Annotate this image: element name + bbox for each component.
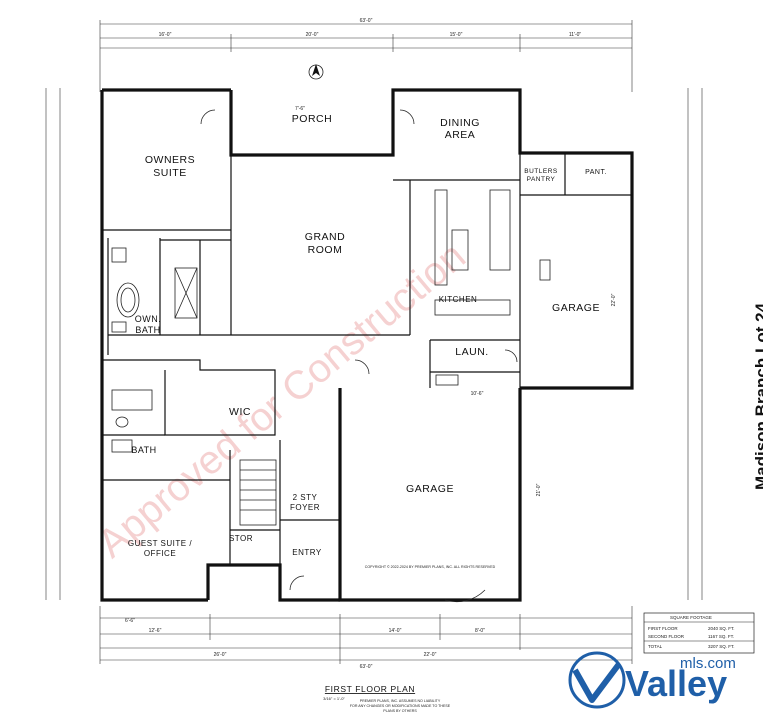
room-guest-line2: OFFICE	[144, 549, 176, 558]
watermark-text: Approved for Construction	[90, 234, 474, 566]
copyright-note: COPYRIGHT © 2022-2024 BY PREMIER PLANS, …	[365, 565, 496, 569]
logo-domain: mls.com	[680, 655, 736, 672]
dim-garage-depth: 21'-0"	[536, 483, 542, 496]
room-garage-right: GARAGE	[552, 302, 600, 314]
room-pantry: PANT.	[585, 169, 607, 176]
room-stor: STOR	[229, 534, 253, 543]
room-labels: OWNERS SUITE PORCH DINING AREA BUTLERS P…	[128, 113, 607, 558]
room-dining-line1: DINING	[440, 117, 480, 129]
dim-porch-depth: 7'-6"	[295, 106, 305, 112]
room-garage-center: GARAGE	[406, 483, 454, 495]
room-foyer-line1: 2 STY	[293, 493, 318, 502]
room-butlers-line2: PANTRY	[527, 176, 556, 183]
stairs	[239, 459, 277, 526]
dim-top-mid: 20'-0"	[306, 32, 319, 38]
sqft-total-label: TOTAL	[648, 644, 663, 649]
room-wic: WIC	[229, 406, 251, 418]
room-owners-suite-line2: SUITE	[153, 167, 186, 179]
fixtures	[111, 109, 551, 603]
room-kitchen: KITCHEN	[439, 295, 478, 304]
sqft-table: SQUARE FOOTAGE FIRST FLOOR 2040 SQ. FT. …	[643, 612, 755, 654]
north-arrow-icon	[308, 64, 324, 80]
dim-bottom-overall: 63'-0"	[360, 664, 373, 670]
side-title: Madison Branch Lot 24	[752, 302, 763, 490]
room-laundry: LAUN.	[455, 346, 488, 358]
dim-bottom-a: 12'-6"	[149, 628, 162, 634]
room-entry: ENTRY	[292, 548, 322, 557]
dim-top-left: 16'-0"	[159, 32, 172, 38]
room-own-bath-line1: OWN.	[135, 314, 162, 324]
disclaimer-line-1: PREMIER PLANS, INC. ASSUMES NO LIABILITY	[360, 699, 441, 703]
dim-bottom-left: 26'-0"	[214, 652, 227, 658]
dim-top-right-b: 11'-0"	[569, 32, 582, 38]
dimension-lines	[45, 20, 703, 664]
dimension-labels: 63'-0" 16'-0" 20'-0" 15'-0" 11'-0" 63'-0…	[125, 18, 617, 670]
sqft-row-2-label: SECOND FLOOR	[648, 634, 685, 639]
sqft-row-1-value: 2040 SQ. FT.	[708, 626, 735, 631]
interior-walls	[102, 153, 632, 565]
room-grand-line1: GRAND	[305, 231, 345, 243]
room-own-bath-line2: BATH	[135, 325, 160, 335]
plan-scale: 3/16" = 1'-0"	[323, 696, 345, 701]
disclaimer-line-3: PLANS BY OTHERS	[383, 709, 417, 713]
dim-kitchen-width: 10'-6"	[471, 391, 484, 397]
logo-word: Valley	[625, 663, 727, 704]
room-bath: BATH	[131, 445, 156, 455]
dim-top-right-a: 15'-0"	[450, 32, 463, 38]
disclaimer: PREMIER PLANS, INC. ASSUMES NO LIABILITY…	[350, 699, 451, 713]
sqft-row-2-value: 1167 SQ. FT.	[708, 634, 734, 639]
dim-bottom-c: 8'-0"	[475, 628, 485, 634]
dim-bottom-d: 6'-6"	[125, 618, 135, 624]
valley-mls-logo: mls.com Valley	[568, 651, 736, 709]
room-grand-line2: ROOM	[308, 244, 343, 256]
sqft-row-1-label: FIRST FLOOR	[648, 626, 678, 631]
disclaimer-line-2: FOR ANY CHANGES OR MODIFICATIONS MADE TO…	[350, 704, 451, 708]
dim-bottom-right: 22'-0"	[424, 652, 437, 658]
sqft-total-value: 3207 SQ. FT.	[708, 644, 735, 649]
room-owners-suite-line1: OWNERS	[145, 154, 195, 166]
dim-garage-width: 22'-0"	[611, 293, 617, 306]
room-foyer-line2: FOYER	[290, 503, 320, 512]
room-butlers-line1: BUTLERS	[524, 168, 558, 175]
room-porch: PORCH	[292, 113, 332, 125]
sqft-heading: SQUARE FOOTAGE	[670, 615, 712, 620]
exterior-walls	[100, 88, 634, 602]
room-dining-line2: AREA	[445, 129, 476, 141]
room-guest-line1: GUEST SUITE /	[128, 539, 192, 548]
dim-overall-top: 63'-0"	[360, 18, 373, 24]
plan-title: FIRST FLOOR PLAN	[325, 684, 415, 694]
dim-bottom-b: 14'-0"	[389, 628, 402, 634]
